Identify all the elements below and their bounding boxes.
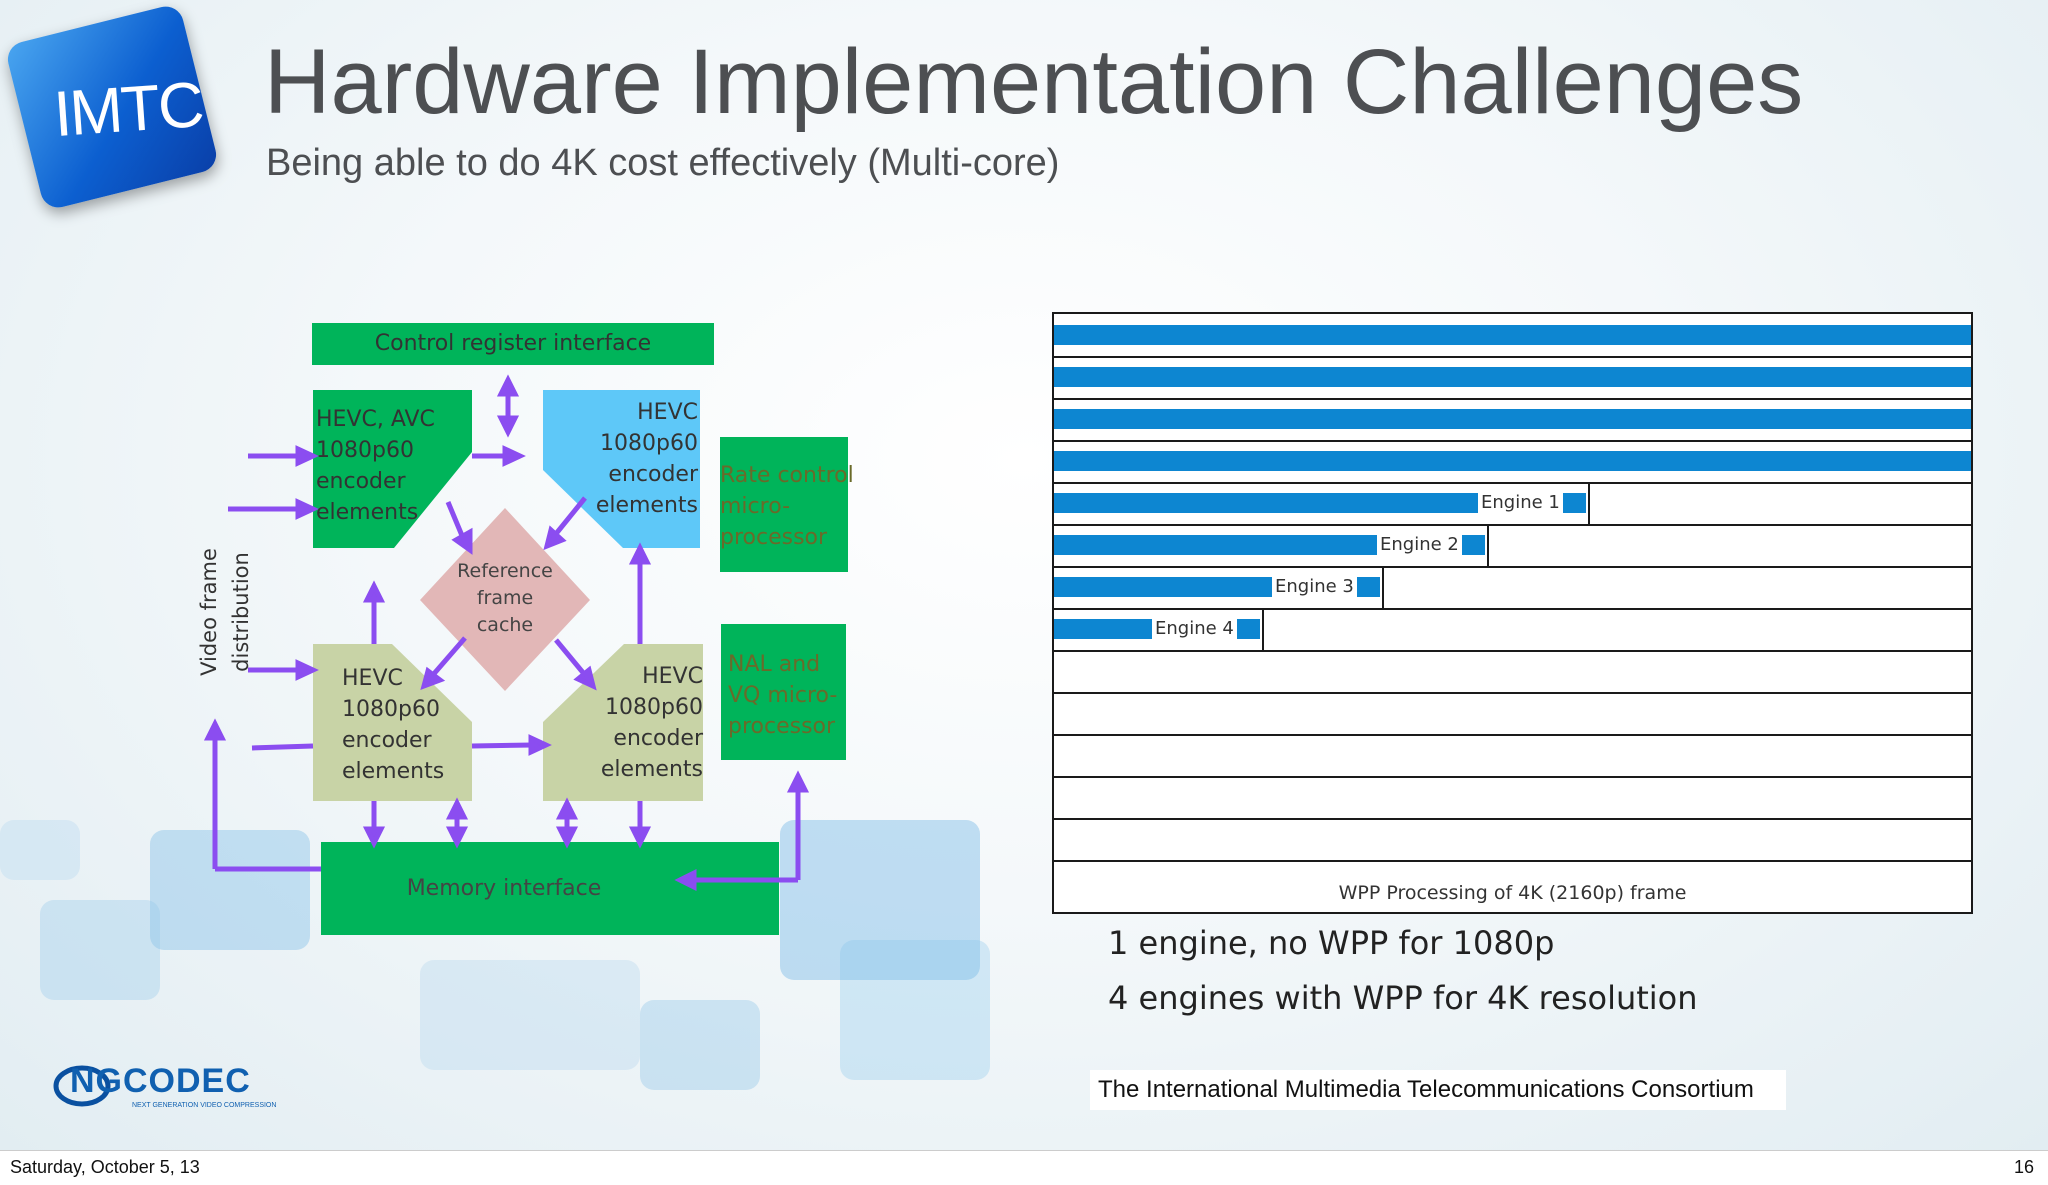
- full-bar: [1054, 451, 1971, 471]
- engine-label: Engine 2: [1377, 534, 1462, 556]
- encoder-top-left-text: HEVC, AVC 1080p60 encoder elements: [316, 404, 435, 528]
- rate-control-text: Rate control micro- processor: [720, 460, 854, 553]
- memory-interface-box: [321, 842, 779, 935]
- encoder-bottom-right-line: elements: [600, 757, 703, 782]
- encoder-bottom-left-line: elements: [342, 759, 445, 784]
- rate-control-line: micro-: [720, 494, 791, 519]
- footer-date: Saturday, October 5, 13: [10, 1157, 200, 1177]
- decor-tile: [840, 940, 990, 1080]
- encoder-block-bottom-right: [543, 644, 703, 801]
- chart-row-line: [1054, 482, 1971, 484]
- control-register-label: Control register interface: [374, 331, 652, 356]
- chart-row-line: [1054, 356, 1971, 358]
- encoder-block-top-left: [313, 390, 472, 548]
- engine-bar: [1054, 493, 1586, 513]
- chart-row-line: [1054, 440, 1971, 442]
- page-subtitle: Being able to do 4K cost effectively (Mu…: [266, 142, 1060, 184]
- diagram-shapes: [203, 374, 848, 935]
- engine-end-marker: [1262, 610, 1264, 650]
- full-bar: [1054, 367, 1971, 387]
- video-frame-distribution-label: Video frame distribution: [193, 527, 257, 697]
- encoder-top-right-line: HEVC: [637, 400, 698, 425]
- side-label-line: distribution: [229, 552, 253, 672]
- reference-cache-text: Reference frame cache: [445, 558, 565, 639]
- encoder-bottom-right-line: HEVC: [642, 664, 703, 689]
- encoder-top-right-line: encoder: [608, 462, 698, 487]
- chart-row-line: [1054, 860, 1971, 862]
- encoder-bottom-right-line: encoder: [613, 726, 703, 751]
- engine-end-marker: [1487, 526, 1489, 566]
- encoder-bottom-left-line: encoder: [342, 728, 432, 753]
- control-register-box: Control register interface: [312, 323, 714, 365]
- engine-label: Engine 3: [1272, 576, 1357, 598]
- chart-row-line: [1054, 776, 1971, 778]
- chart-row-line: [1054, 818, 1971, 820]
- encoder-top-right-line: 1080p60: [600, 431, 698, 456]
- encoder-top-right-text: HEVC 1080p60 encoder elements: [580, 397, 698, 521]
- encoder-top-right-line: elements: [595, 493, 698, 518]
- ngcodec-logo: NGCODEC NEXT GENERATION VIDEO COMPRESSIO…: [52, 1060, 292, 1120]
- full-bar: [1054, 325, 1971, 345]
- slide: IMTC Hardware Implementation Challenges …: [0, 0, 2048, 1150]
- encoder-top-left-line: 1080p60: [316, 438, 414, 463]
- page-number: 16: [2013, 1157, 2034, 1177]
- chart-row-line: [1054, 566, 1971, 568]
- chart-row-line: [1054, 692, 1971, 694]
- encoder-bottom-left-text: HEVC 1080p60 encoder elements: [342, 663, 444, 787]
- decor-tile: [420, 960, 640, 1070]
- encoder-top-left-line: elements: [316, 500, 419, 525]
- reference-cache-diamond: [420, 508, 590, 691]
- ngcodec-logo-text: NGCODEC: [70, 1062, 251, 1100]
- note-line-1: 1 engine, no WPP for 1080p: [1108, 924, 1555, 962]
- chart-row-line: [1054, 398, 1971, 400]
- reference-cache-line: frame: [476, 587, 534, 609]
- decor-tile: [640, 1000, 760, 1090]
- encoder-bottom-left-line: 1080p60: [342, 697, 440, 722]
- nal-vq-line: processor: [728, 714, 836, 739]
- nal-vq-line: NAL and: [728, 652, 821, 677]
- engine-end-marker: [1382, 568, 1384, 608]
- rate-control-line: Rate control: [720, 463, 854, 488]
- chart-row-line: [1054, 650, 1971, 652]
- rate-control-box: [720, 437, 848, 572]
- decor-tile: [0, 820, 80, 880]
- decor-tile: [780, 820, 980, 980]
- chart-caption: WPP Processing of 4K (2160p) frame: [1338, 882, 1687, 904]
- full-bar: [1054, 409, 1971, 429]
- engine-label: Engine 4: [1152, 618, 1237, 640]
- nal-vq-text: NAL and VQ micro- processor: [728, 649, 837, 742]
- chart-row-line: [1054, 524, 1971, 526]
- chart-row-line: [1054, 608, 1971, 610]
- engine-end-marker: [1588, 484, 1590, 524]
- nal-vq-box: [721, 624, 846, 760]
- encoder-top-left-line: encoder: [316, 469, 406, 494]
- page-title: Hardware Implementation Challenges: [264, 31, 1804, 133]
- footer-bar: Saturday, October 5, 13 16: [0, 1150, 2048, 1185]
- decor-tile: [150, 830, 310, 950]
- encoder-bottom-left-line: HEVC: [342, 666, 403, 691]
- note-line-2: 4 engines with WPP for 4K resolution: [1108, 979, 1698, 1017]
- nal-vq-line: VQ micro-: [728, 683, 838, 708]
- ngcodec-tagline: NEXT GENERATION VIDEO COMPRESSION: [132, 1102, 277, 1109]
- encoder-bottom-right-text: HEVC 1080p60 encoder elements: [588, 661, 703, 785]
- encoder-block-top-right: [543, 390, 700, 548]
- reference-cache-line: Reference: [457, 560, 553, 582]
- engine-label: Engine 1: [1478, 492, 1563, 514]
- rate-control-line: processor: [720, 525, 828, 550]
- reference-cache-line: cache: [476, 614, 534, 636]
- consortium-label: The International Multimedia Telecommuni…: [1090, 1070, 1786, 1110]
- memory-interface-text: Memory interface: [406, 876, 602, 901]
- decor-tile: [40, 900, 160, 1000]
- encoder-top-left-line: HEVC, AVC: [316, 407, 435, 432]
- encoder-bottom-right-line: 1080p60: [605, 695, 703, 720]
- side-label-line: Video frame: [197, 548, 221, 676]
- wpp-chart: Engine 1 Engine 2 Engine 3 Engine 4 WPP Pro…: [1052, 312, 1973, 914]
- chart-row-line: [1054, 734, 1971, 736]
